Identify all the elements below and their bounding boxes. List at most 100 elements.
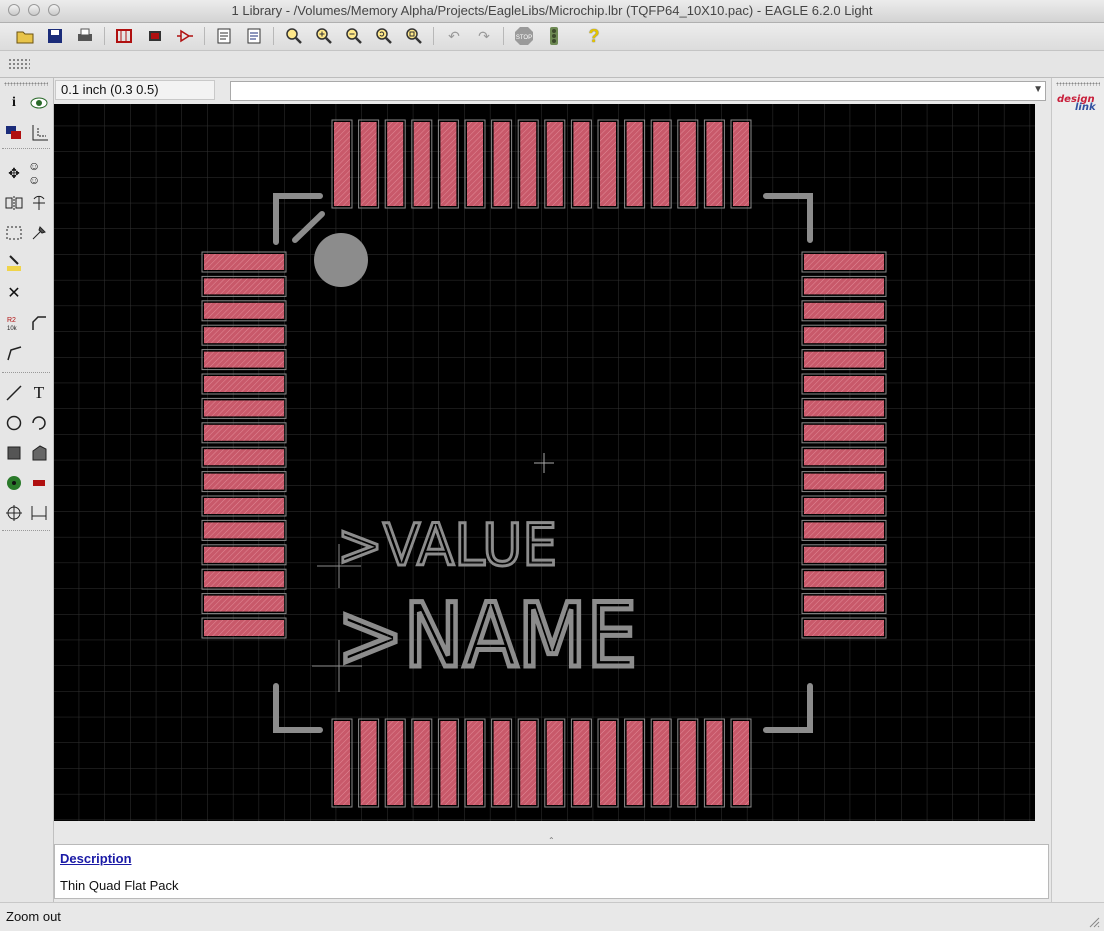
smd-pad-3[interactable] bbox=[204, 302, 284, 319]
smd-pad-2[interactable] bbox=[360, 122, 377, 206]
help-icon[interactable]: ? bbox=[588, 25, 600, 46]
smd-pad-8[interactable] bbox=[804, 424, 884, 441]
design-link-logo[interactable]: design link bbox=[1057, 94, 1096, 113]
drawing-canvas[interactable]: >VALUE >NAME bbox=[54, 104, 1035, 821]
save-icon[interactable] bbox=[44, 25, 66, 47]
smd-pad-2[interactable] bbox=[204, 278, 284, 295]
smd-pad-9[interactable] bbox=[804, 449, 884, 466]
smd-pad-5[interactable] bbox=[440, 721, 457, 805]
smd-pad-15[interactable] bbox=[804, 595, 884, 612]
redo-icon[interactable]: ↷ bbox=[478, 27, 490, 44]
zoom-window-button[interactable] bbox=[48, 4, 60, 16]
smd-pad-6[interactable] bbox=[467, 721, 483, 805]
grid-icon[interactable] bbox=[8, 58, 30, 70]
command-input[interactable]: ▼ bbox=[230, 81, 1046, 101]
chevron-down-icon[interactable]: ▼ bbox=[1033, 84, 1043, 95]
show-icon[interactable] bbox=[28, 92, 50, 114]
smd-pad-11[interactable] bbox=[600, 122, 616, 206]
smd-pad-6[interactable] bbox=[467, 122, 483, 206]
smd-pad-1[interactable] bbox=[334, 721, 350, 805]
smd-pad-14[interactable] bbox=[679, 721, 696, 805]
open-icon[interactable] bbox=[14, 25, 36, 47]
polygon-icon[interactable] bbox=[28, 442, 50, 464]
smd-pad-7[interactable] bbox=[493, 721, 510, 805]
smd-pad-10[interactable] bbox=[573, 122, 590, 206]
rect-icon[interactable] bbox=[3, 442, 25, 464]
smd-pad-4[interactable] bbox=[413, 721, 430, 805]
zoom-redraw-icon[interactable] bbox=[373, 25, 395, 47]
smd-pad-5[interactable] bbox=[440, 122, 457, 206]
smd-pad-3[interactable] bbox=[387, 122, 404, 206]
smd-pad-10[interactable] bbox=[204, 473, 284, 490]
smd-pad-7[interactable] bbox=[204, 400, 284, 417]
group-icon[interactable] bbox=[3, 222, 25, 244]
smd-pad-15[interactable] bbox=[706, 122, 723, 206]
smd-pad-4[interactable] bbox=[413, 122, 430, 206]
smd-pad-11[interactable] bbox=[600, 721, 616, 805]
smd-pad-3[interactable] bbox=[804, 302, 884, 319]
smd-pad-14[interactable] bbox=[679, 122, 696, 206]
smd-pad-16[interactable] bbox=[204, 620, 284, 636]
smd-pad-7[interactable] bbox=[493, 122, 510, 206]
close-window-button[interactable] bbox=[8, 4, 20, 16]
rotate-icon[interactable] bbox=[28, 192, 50, 214]
smd-pad-13[interactable] bbox=[653, 122, 670, 206]
smd-pad-6[interactable] bbox=[804, 376, 884, 392]
splitter-grip-icon[interactable]: ⌃ bbox=[548, 836, 555, 845]
arc-icon[interactable] bbox=[28, 412, 50, 434]
cam-icon[interactable] bbox=[113, 25, 135, 47]
smd-pad-14[interactable] bbox=[204, 571, 284, 588]
copy-icon[interactable]: ☺☺ bbox=[28, 159, 41, 187]
smd-pad-16[interactable] bbox=[733, 721, 749, 805]
zoom-select-icon[interactable] bbox=[403, 25, 425, 47]
smd-pad-12[interactable] bbox=[626, 721, 643, 805]
smd-pad-12[interactable] bbox=[626, 122, 643, 206]
go-icon[interactable] bbox=[543, 25, 565, 47]
zoom-in-icon[interactable] bbox=[313, 25, 335, 47]
smd-pad-8[interactable] bbox=[520, 721, 537, 805]
mirror-icon[interactable] bbox=[3, 192, 25, 214]
mark-icon[interactable] bbox=[28, 122, 50, 144]
dimension-icon[interactable] bbox=[28, 502, 50, 524]
smd-pad-16[interactable] bbox=[733, 122, 749, 206]
smd-pad-2[interactable] bbox=[804, 278, 884, 295]
print-icon[interactable] bbox=[74, 25, 96, 47]
smd-pad-6[interactable] bbox=[204, 376, 284, 392]
smd-pad-9[interactable] bbox=[204, 449, 284, 466]
schematic-icon[interactable] bbox=[174, 25, 196, 47]
change-icon[interactable] bbox=[28, 222, 50, 244]
smd-pad-9[interactable] bbox=[546, 122, 563, 206]
zoom-fit-icon[interactable] bbox=[283, 25, 305, 47]
minimize-window-button[interactable] bbox=[28, 4, 40, 16]
resize-grip-icon[interactable] bbox=[1088, 916, 1100, 928]
smd-pad-8[interactable] bbox=[204, 424, 284, 441]
ulp-icon[interactable] bbox=[243, 25, 265, 47]
package-editor-svg[interactable]: >VALUE >NAME bbox=[54, 104, 1035, 821]
smd-pad-9[interactable] bbox=[546, 721, 563, 805]
smd-icon[interactable] bbox=[28, 472, 50, 494]
smd-pad-4[interactable] bbox=[204, 327, 284, 344]
miter-icon[interactable] bbox=[28, 312, 50, 334]
script-icon[interactable] bbox=[213, 25, 235, 47]
smd-pad-15[interactable] bbox=[204, 595, 284, 612]
smd-pad-11[interactable] bbox=[804, 498, 884, 514]
smd-pad-12[interactable] bbox=[804, 522, 884, 539]
smd-pad-13[interactable] bbox=[653, 721, 670, 805]
circle-icon[interactable] bbox=[3, 412, 25, 434]
pad-icon[interactable] bbox=[3, 472, 25, 494]
text-icon[interactable]: T bbox=[33, 383, 45, 402]
info-icon[interactable]: i bbox=[12, 95, 16, 110]
zoom-out-icon[interactable] bbox=[343, 25, 365, 47]
smd-pad-5[interactable] bbox=[204, 351, 284, 368]
smd-pad-12[interactable] bbox=[204, 522, 284, 539]
smd-pad-13[interactable] bbox=[804, 546, 884, 563]
board-icon[interactable] bbox=[144, 25, 166, 47]
split-icon[interactable] bbox=[3, 342, 25, 364]
smd-pad-4[interactable] bbox=[804, 327, 884, 344]
smd-pad-10[interactable] bbox=[573, 721, 590, 805]
smd-pad-1[interactable] bbox=[334, 122, 350, 206]
smd-pad-16[interactable] bbox=[804, 620, 884, 636]
smd-pad-1[interactable] bbox=[204, 254, 284, 270]
stop-icon[interactable]: STOP bbox=[513, 25, 535, 47]
